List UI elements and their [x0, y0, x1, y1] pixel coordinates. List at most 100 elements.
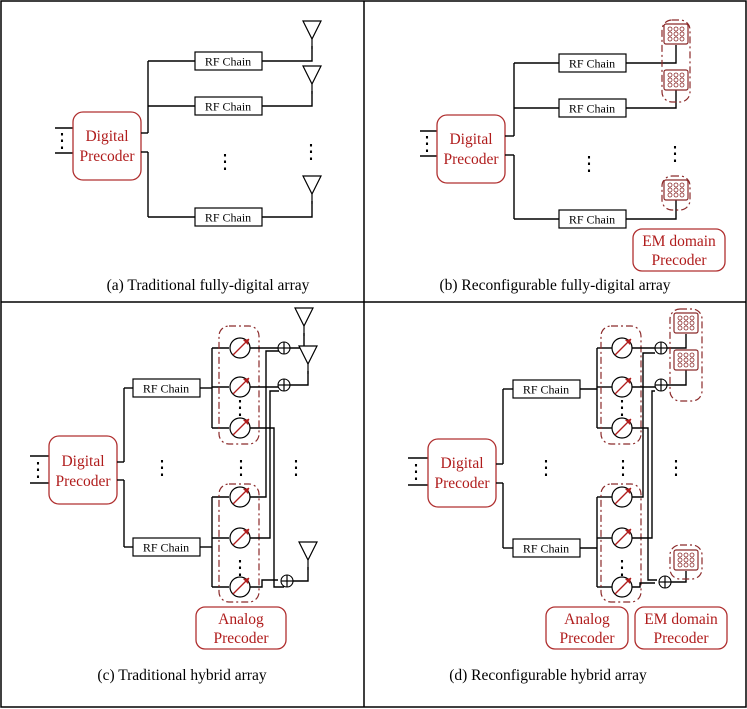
phase-shifter-dots: ⋮: [231, 457, 251, 479]
antenna-dots: ⋮: [666, 457, 686, 479]
em-group-outline: [669, 308, 703, 402]
caption-b: (b) Reconfigurable fully-digital array: [439, 277, 670, 294]
phase-shifter-icon: [229, 376, 251, 398]
em-precoder-label: Precoder: [651, 252, 707, 269]
antenna-icon: [294, 307, 314, 337]
combiner-icon: [277, 341, 291, 355]
phase-shifter-icon: [229, 527, 251, 549]
digital-label: Digital: [449, 131, 492, 148]
digital-precoder-block: [427, 438, 497, 508]
rf-chain-label: RF Chain: [569, 57, 615, 71]
digital-label: Digital: [440, 455, 483, 472]
metasurface-icon: [663, 69, 689, 91]
analog-precoder-block: [195, 606, 287, 650]
rf-chain-label: RF Chain: [523, 542, 569, 556]
phase-shifter-icon: [229, 576, 251, 598]
input-dots: ⋮: [417, 133, 437, 155]
phase-shifter-dots: ⋮: [612, 397, 632, 419]
rf-chain-label: RF Chain: [205, 55, 251, 69]
em-group-outline: [669, 544, 703, 580]
metasurface-icon: [673, 549, 699, 571]
phase-shifter-icon: [611, 576, 633, 598]
combiner-icon: [654, 378, 668, 392]
precoder-label: Precoder: [55, 473, 111, 490]
panel-a: ⋮ Digital Precoder RF Chain RF Chain RF …: [52, 20, 322, 294]
rf-chain-label: RF Chain: [523, 383, 569, 397]
digital-label: Digital: [85, 128, 128, 145]
digital-precoder-block: [72, 111, 142, 181]
analog-group-outline: [218, 325, 260, 445]
em-domain-precoder-block: [634, 606, 728, 650]
phase-shifter-icon: [229, 417, 251, 439]
phase-shifter-icon: [611, 417, 633, 439]
rf-chain-label: RF Chain: [143, 541, 189, 555]
combiner-icon: [280, 574, 294, 588]
antenna-icon: [302, 20, 322, 50]
rf-chain-dots: ⋮: [579, 153, 599, 175]
antenna-dots: ⋮: [301, 141, 321, 163]
analog-group-outline: [600, 483, 642, 603]
antenna-icon: [302, 175, 322, 205]
analog-precoder-block: [545, 606, 629, 650]
digital-precoder-block: [436, 114, 506, 184]
analog-precoder-label: Precoder: [559, 630, 615, 647]
rf-chain-label: RF Chain: [205, 211, 251, 225]
em-precoder-label: Precoder: [653, 630, 709, 647]
phase-shifter-dots: ⋮: [230, 557, 250, 579]
rf-chain-dots: ⋮: [152, 457, 172, 479]
phase-shifter-icon: [229, 486, 251, 508]
rf-chain-label: RF Chain: [205, 100, 251, 114]
analog-group-outline: [600, 325, 642, 445]
rf-chain-dots: ⋮: [536, 457, 556, 479]
phase-shifter-icon: [229, 337, 251, 359]
combiner-icon: [277, 378, 291, 392]
antenna-dots: ⋮: [665, 143, 685, 165]
panel-d: ⋮ Digital Precoder RF Chain RF Chain ⋮ ⋮…: [406, 308, 728, 684]
phase-shifter-icon: [611, 486, 633, 508]
caption-d: (d) Reconfigurable hybrid array: [449, 667, 647, 684]
precoder-label: Precoder: [443, 151, 499, 168]
rf-chain-label: RF Chain: [143, 382, 189, 396]
input-dots: ⋮: [406, 461, 426, 483]
caption-c: (c) Traditional hybrid array: [97, 667, 266, 684]
digital-precoder-block: [48, 435, 118, 505]
em-group-outline: [661, 175, 691, 211]
em-group-outline: [661, 19, 691, 103]
input-dots: ⋮: [28, 459, 48, 481]
precoder-label: Precoder: [434, 475, 490, 492]
rf-chain-label: RF Chain: [569, 213, 615, 227]
rf-chain-dots: ⋮: [215, 151, 235, 173]
precoder-label: Precoder: [79, 148, 135, 165]
combiner-icon: [658, 575, 672, 589]
input-dots: ⋮: [52, 130, 72, 152]
metasurface-icon: [673, 312, 699, 334]
phase-shifter-dots: ⋮: [612, 557, 632, 579]
metasurface-icon: [663, 179, 689, 201]
em-domain-label: EM domain: [644, 611, 718, 628]
analog-group-outline: [218, 483, 260, 603]
phase-shifter-dots: ⋮: [613, 457, 633, 479]
em-domain-precoder-block: [632, 228, 726, 272]
combiner-icon: [654, 341, 668, 355]
phase-shifter-dots: ⋮: [230, 397, 250, 419]
antenna-icon: [302, 65, 322, 95]
analog-label: Analog: [564, 611, 610, 628]
caption-a: (a) Traditional fully-digital array: [107, 277, 310, 294]
antenna-icon: [298, 345, 318, 375]
antenna-icon: [298, 541, 318, 571]
em-domain-label: EM domain: [642, 233, 716, 250]
digital-label: Digital: [61, 453, 104, 470]
metasurface-icon: [673, 349, 699, 371]
rf-chain-label: RF Chain: [569, 102, 615, 116]
phase-shifter-icon: [611, 527, 633, 549]
panel-b: ⋮ Digital Precoder RF Chain RF Chain RF …: [417, 19, 726, 294]
antenna-dots: ⋮: [286, 457, 306, 479]
phase-shifter-icon: [611, 337, 633, 359]
analog-label: Analog: [218, 611, 264, 628]
metasurface-icon: [663, 23, 689, 45]
panel-c: ⋮ Digital Precoder RF Chain RF Chain ⋮ ⋮: [28, 307, 318, 684]
analog-precoder-label: Precoder: [213, 630, 269, 647]
phase-shifter-icon: [611, 376, 633, 398]
